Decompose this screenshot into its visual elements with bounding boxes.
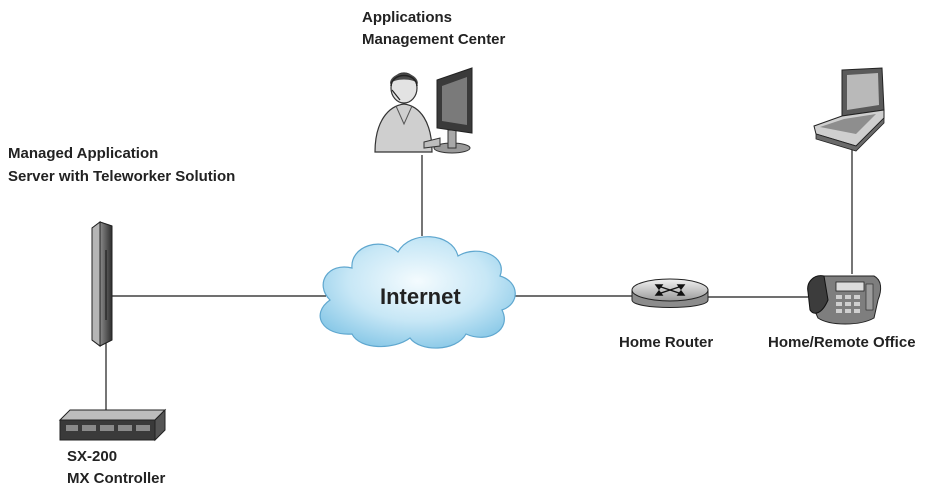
amc-label-line2: Management Center: [362, 31, 506, 48]
operator-at-monitor-icon: [374, 67, 473, 154]
server-label-line1: Managed Application: [8, 145, 159, 162]
server-label-line2: Server with Teleworker Solution: [8, 168, 236, 185]
amc-label-line1: Applications: [362, 9, 453, 26]
internet-cloud-icon: [319, 236, 516, 349]
controller-label-line2: MX Controller: [67, 470, 166, 487]
controller-label-line1: SX-200: [67, 448, 118, 465]
router-icon: [631, 278, 709, 308]
laptop-icon: [813, 67, 885, 152]
connection-lines: [105, 148, 853, 410]
tower-server-icon: [91, 221, 113, 347]
internet-label: Internet: [380, 284, 461, 309]
home-office-label: Home/Remote Office: [768, 334, 916, 351]
home-router-label: Home Router: [619, 334, 714, 351]
rack-controller-icon: [58, 408, 167, 442]
desk-phone-icon: [807, 275, 882, 325]
